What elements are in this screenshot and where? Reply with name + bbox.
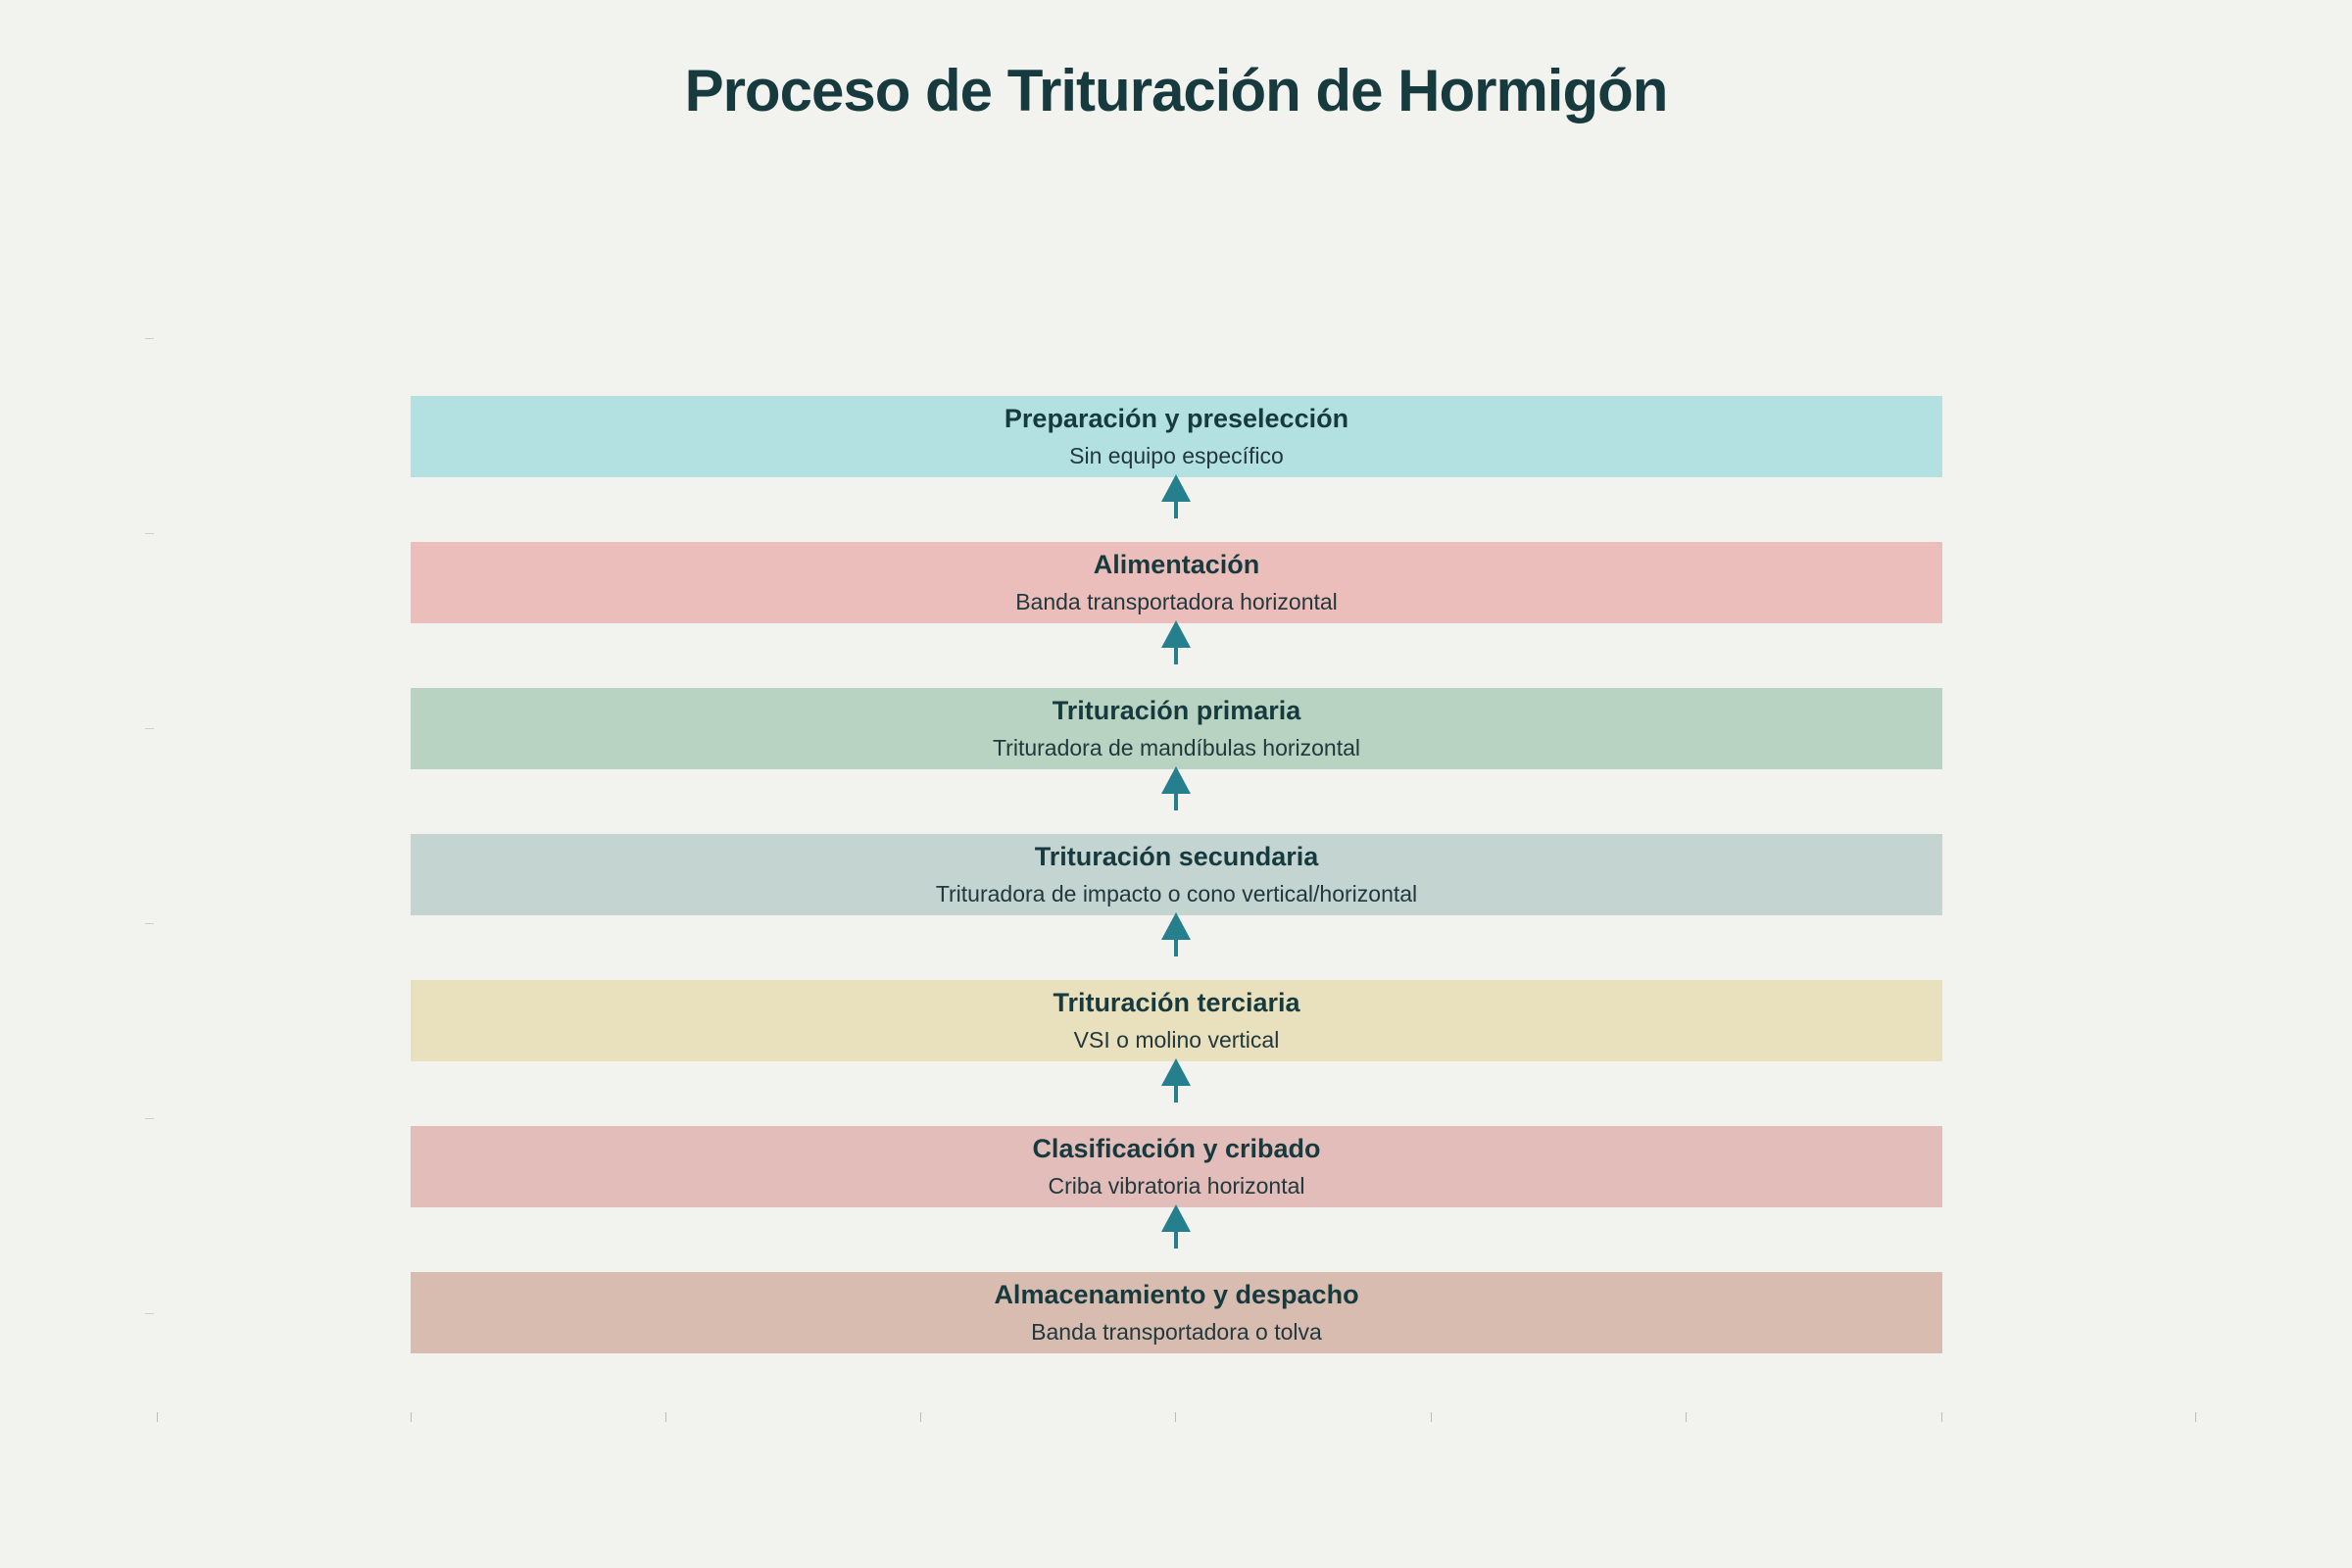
process-stage: Preparación y preselección Sin equipo es… bbox=[411, 396, 1942, 477]
diagram-title: Proceso de Trituración de Hormigón bbox=[684, 58, 1669, 123]
axis-tick bbox=[145, 533, 154, 534]
stage-equipment: Sin equipo específico bbox=[1069, 443, 1284, 468]
axis-tick bbox=[145, 338, 154, 339]
stage-equipment: Banda transportadora o tolva bbox=[1031, 1319, 1322, 1345]
stage-equipment: Criba vibratoria horizontal bbox=[1048, 1173, 1305, 1199]
axis-tick bbox=[1941, 1412, 1942, 1422]
stage-equipment: Trituradora de impacto o cono vertical/h… bbox=[935, 881, 1418, 906]
axis-tick bbox=[411, 1412, 412, 1422]
axis-tick bbox=[1686, 1412, 1687, 1422]
flow-arrow-icon bbox=[1161, 912, 1191, 956]
axis-tick bbox=[1175, 1412, 1176, 1422]
stage-title: Preparación y preselección bbox=[1004, 404, 1349, 433]
axis-tick bbox=[1431, 1412, 1432, 1422]
axis-tick bbox=[920, 1412, 921, 1422]
stage-equipment: Trituradora de mandíbulas horizontal bbox=[992, 735, 1361, 760]
process-stage: Clasificación y cribado Criba vibratoria… bbox=[411, 1126, 1942, 1207]
axis-tick bbox=[145, 1118, 154, 1119]
process-stage: Trituración primaria Trituradora de mand… bbox=[411, 688, 1942, 769]
axis-tick bbox=[157, 1412, 158, 1422]
flow-arrow-icon bbox=[1161, 766, 1191, 810]
stage-equipment: VSI o molino vertical bbox=[1073, 1027, 1280, 1053]
stage-title: Clasificación y cribado bbox=[1032, 1134, 1321, 1163]
stage-equipment: Banda transportadora horizontal bbox=[1015, 589, 1338, 614]
axis-tick bbox=[145, 1313, 154, 1314]
stage-title: Trituración primaria bbox=[1052, 696, 1301, 725]
stage-title: Almacenamiento y despacho bbox=[994, 1280, 1359, 1309]
stage-title: Trituración secundaria bbox=[1034, 842, 1319, 871]
flow-arrow-icon bbox=[1161, 1058, 1191, 1102]
process-stage: Trituración secundaria Trituradora de im… bbox=[411, 834, 1942, 915]
axis-tick bbox=[665, 1412, 666, 1422]
stage-title: Trituración terciaria bbox=[1053, 988, 1300, 1017]
stage-title: Alimentación bbox=[1093, 550, 1260, 579]
flow-arrow-icon bbox=[1161, 474, 1191, 518]
process-stage: Trituración terciaria VSI o molino verti… bbox=[411, 980, 1942, 1061]
flow-arrow-icon bbox=[1161, 1204, 1191, 1249]
axis-tick bbox=[145, 923, 154, 924]
axis-tick bbox=[145, 728, 154, 729]
flow-arrow-icon bbox=[1161, 620, 1191, 664]
process-stage: Almacenamiento y despacho Banda transpor… bbox=[411, 1272, 1942, 1353]
axis-tick bbox=[2195, 1412, 2196, 1422]
process-stage: Alimentación Banda transportadora horizo… bbox=[411, 542, 1942, 623]
